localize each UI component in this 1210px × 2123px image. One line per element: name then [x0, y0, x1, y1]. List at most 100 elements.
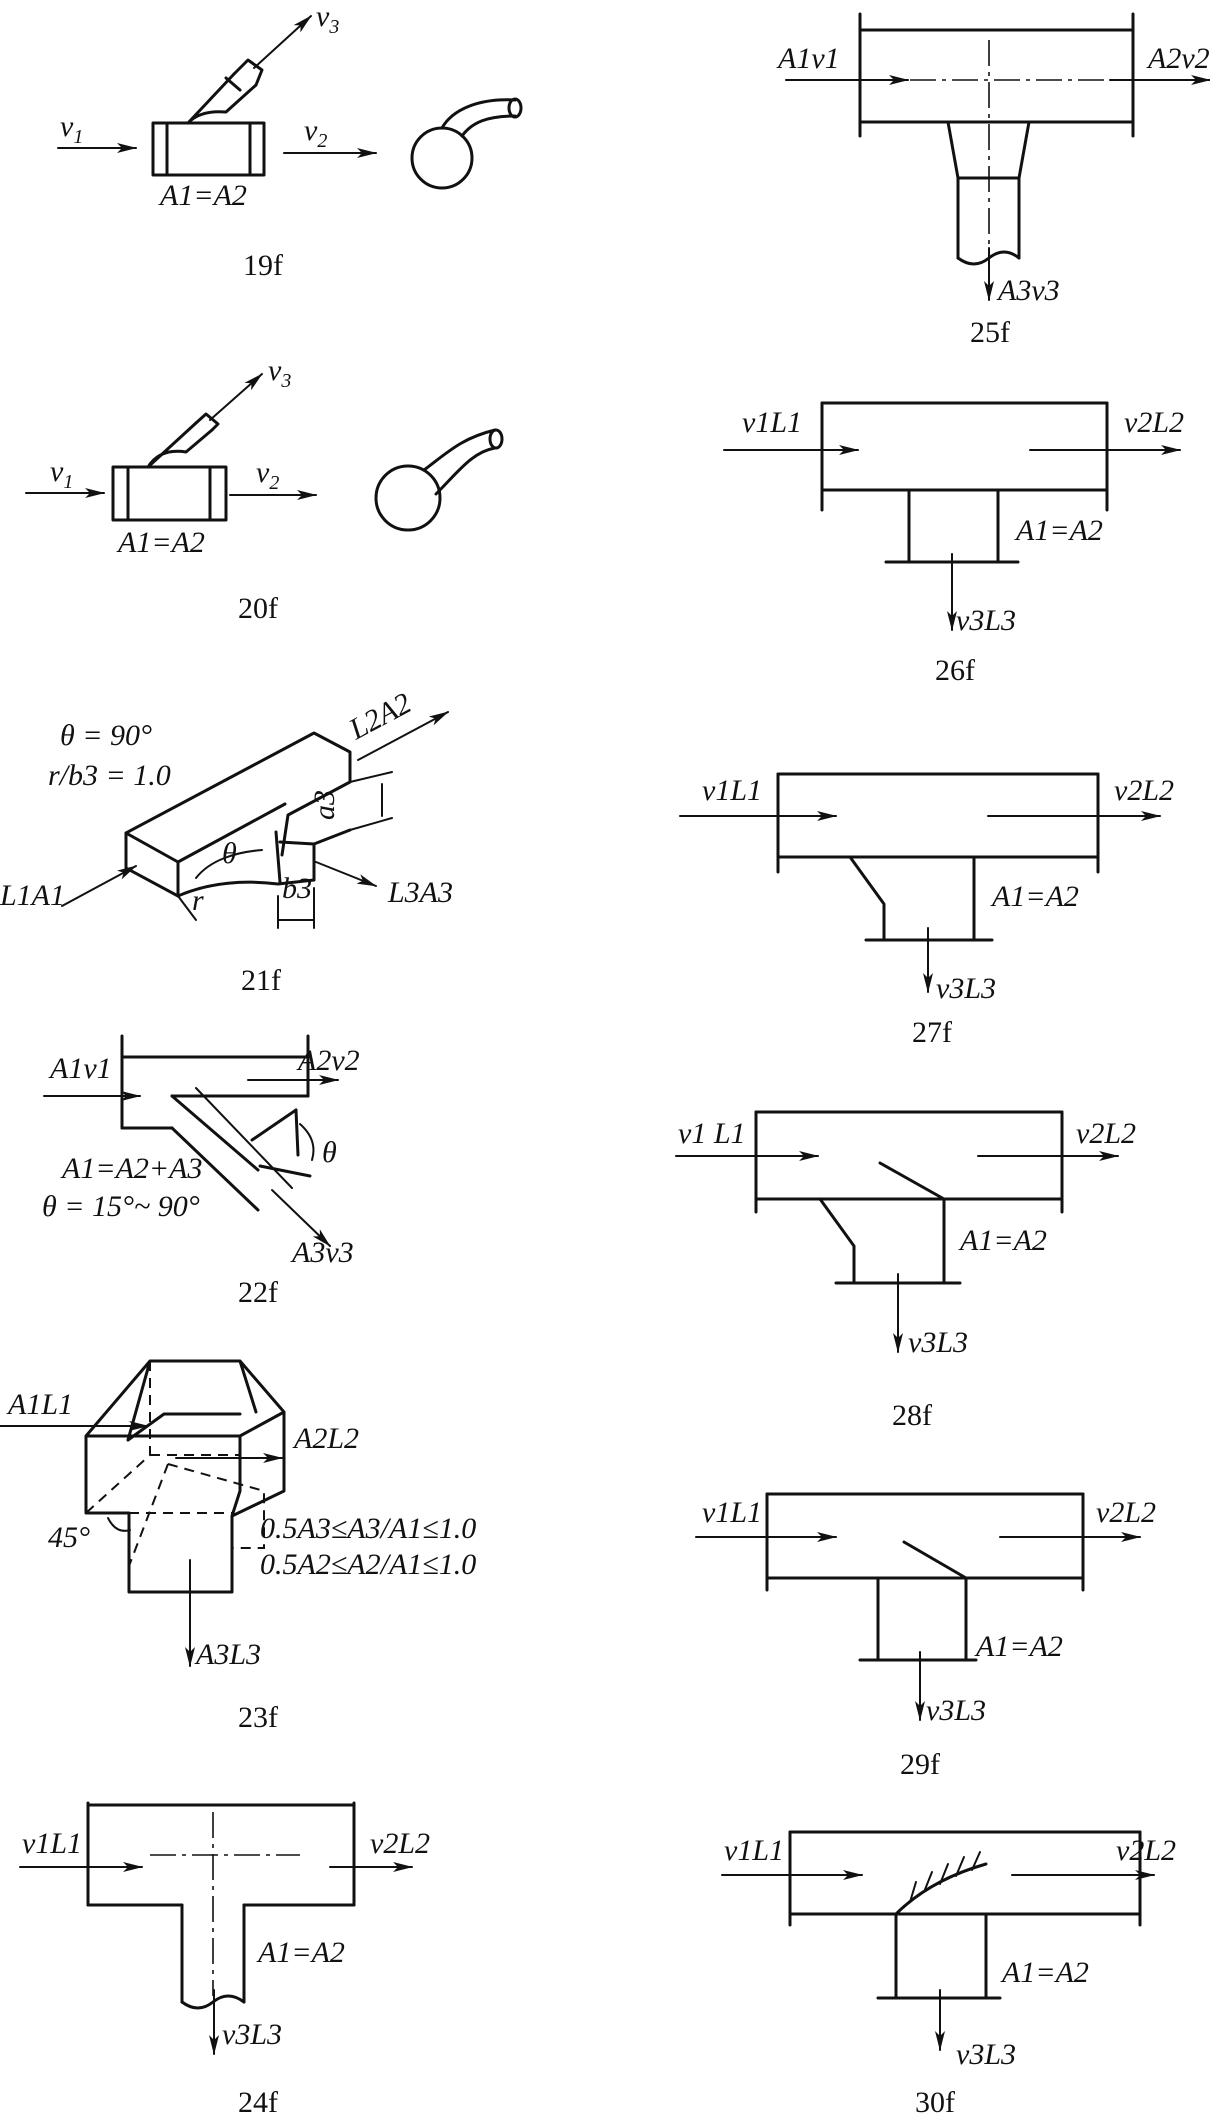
- figure-29f: v1L1 v2L2 v3L3 A1=A2 29f: [695, 1492, 1156, 1781]
- duct-body: [151, 121, 266, 177]
- branch-centerline: [195, 1087, 293, 1189]
- duct-body: [84, 1359, 286, 1594]
- label-v1: v1: [50, 455, 73, 493]
- label-area-relation: A1=A2: [974, 1630, 1063, 1663]
- label-main-outlet: L2A2: [343, 687, 417, 747]
- label-theta-range: θ = 15°~ 90°: [42, 1190, 200, 1223]
- figure-21f: θ = 90° r/b3 = 1.0 L1A1 L2A2 L3A3 a3 b3 …: [0, 687, 453, 997]
- label-r: r: [192, 884, 204, 917]
- label-branch: A3v3: [290, 1236, 354, 1269]
- section-view: [374, 464, 442, 532]
- label-branch: v3L3: [926, 1694, 986, 1727]
- figure-26f: v1L1 v2L2 v3L3 A1=A2 26f: [723, 401, 1184, 687]
- figure-25f: A1v1 A2v2 A3v3 25f: [776, 12, 1210, 349]
- turning-vanes: [894, 1862, 988, 1916]
- arrow-branch: [271, 1189, 331, 1247]
- label-outlet: v2L2: [1116, 1834, 1176, 1867]
- label-v2: v2: [304, 114, 327, 152]
- label-v3: v3: [316, 0, 339, 38]
- branch-chamfer: [848, 855, 886, 942]
- label-inlet: v1L1: [22, 1827, 82, 1860]
- caption-27f: 27f: [912, 1016, 952, 1049]
- label-branch: L3A3: [387, 876, 453, 909]
- label-branch: v3L3: [908, 1326, 968, 1359]
- turning-vane: [902, 1540, 968, 1580]
- label-v1: v1: [60, 110, 83, 148]
- caption-28f: 28f: [892, 1399, 932, 1432]
- label-theta-value: θ = 90°: [60, 719, 152, 752]
- figure-22f: A1v1 A2v2 A3v3 A1=A2+A3 θ = 15°~ 90° θ 2…: [42, 1034, 360, 1309]
- label-condition-2: 0.5A2≤A2/A1≤1.0: [260, 1548, 476, 1581]
- caption-26f: 26f: [935, 654, 975, 687]
- caption-25f: 25f: [970, 316, 1010, 349]
- label-inlet: v1L1: [724, 1834, 784, 1867]
- figure-20f: v1 v3 v2 A1=A2 20f: [25, 354, 504, 625]
- label-theta: θ: [222, 837, 237, 870]
- duct-body: [111, 465, 228, 522]
- label-area-relation: A1=A2: [1000, 1956, 1089, 1989]
- label-area-relation: A1=A2+A3: [60, 1152, 202, 1185]
- branch-chamfer: [818, 1197, 856, 1285]
- label-ratio: r/b3 = 1.0: [48, 759, 171, 792]
- label-branch: A3L3: [194, 1638, 261, 1671]
- arrow-v3: [209, 373, 263, 421]
- label-branch: v3L3: [956, 604, 1016, 637]
- figure-28f: v1 L1 v2L2 v3L3 A1=A2 28f: [675, 1110, 1136, 1432]
- caption-30f: 30f: [915, 2086, 955, 2118]
- label-area-relation: A1=A2: [158, 179, 247, 212]
- label-branch: A3v3: [996, 274, 1060, 307]
- figure-24f: v1L1 v2L2 v3L3 A1=A2 24f: [19, 1801, 430, 2119]
- label-outlet: A2v2: [1146, 42, 1210, 75]
- caption-22f: 22f: [238, 1276, 278, 1309]
- arrow-v3: [253, 15, 312, 69]
- label-outlet: v2L2: [1114, 774, 1174, 807]
- label-branch: v3L3: [956, 2038, 1016, 2071]
- label-inlet: A1L1: [6, 1388, 73, 1421]
- caption-29f: 29f: [900, 1748, 940, 1781]
- branch-stub: [146, 421, 214, 469]
- arrow-main-outlet: [357, 711, 449, 761]
- label-inlet: L1A1: [0, 879, 65, 912]
- figure-19f: v1 v3 v2 A1=A2 19f: [57, 0, 523, 282]
- caption-23f: 23f: [238, 1701, 278, 1734]
- label-area-relation: A1=A2: [1014, 514, 1103, 547]
- arrow-branch: [315, 861, 377, 887]
- label-v2: v2: [256, 456, 279, 494]
- label-area-relation: A1=A2: [958, 1224, 1047, 1257]
- figure-27f: v1L1 v2L2 v3L3 A1=A2 27f: [679, 772, 1174, 1049]
- label-inlet: v1L1: [702, 774, 762, 807]
- turning-vane: [878, 1161, 946, 1201]
- label-branch: v3L3: [936, 972, 996, 1005]
- label-a3: a3: [308, 790, 341, 820]
- label-outlet: v2L2: [1096, 1496, 1156, 1529]
- label-area-relation: A1=A2: [256, 1936, 345, 1969]
- label-inlet: A1v1: [48, 1052, 112, 1085]
- caption-24f: 24f: [238, 2086, 278, 2118]
- figure-30f: v1L1 v2L2 v3L3 A1=A2 30f: [721, 1830, 1176, 2119]
- label-inlet: A1v1: [776, 42, 840, 75]
- label-area-relation: A1=A2: [116, 526, 205, 559]
- label-area-relation: A1=A2: [990, 880, 1079, 913]
- label-outlet: v2L2: [1076, 1117, 1136, 1150]
- label-condition-1: 0.5A3≤A3/A1≤1.0: [260, 1512, 476, 1545]
- label-angle: 45°: [48, 1521, 90, 1554]
- label-outlet: A2v2: [296, 1044, 360, 1077]
- label-inlet: v1L1: [702, 1496, 762, 1529]
- figure-23f: A1L1 A2L2 A3L3 45° 0.5A3≤A3/A1≤1.0 0.5A2…: [0, 1359, 476, 1734]
- arrow-inlet: [61, 865, 137, 907]
- label-outlet: v2L2: [370, 1827, 430, 1860]
- label-theta: θ: [322, 1136, 337, 1169]
- branch-stub: [186, 72, 258, 125]
- label-outlet: A2L2: [292, 1422, 359, 1455]
- label-branch: v3L3: [222, 2018, 282, 2051]
- caption-21f: 21f: [241, 964, 281, 997]
- label-inlet: v1 L1: [678, 1117, 746, 1150]
- label-inlet: v1L1: [742, 406, 802, 439]
- caption-19f: 19f: [243, 249, 283, 282]
- caption-20f: 20f: [238, 592, 278, 625]
- label-v3: v3: [268, 354, 291, 392]
- label-outlet: v2L2: [1124, 406, 1184, 439]
- label-b3: b3: [282, 872, 312, 905]
